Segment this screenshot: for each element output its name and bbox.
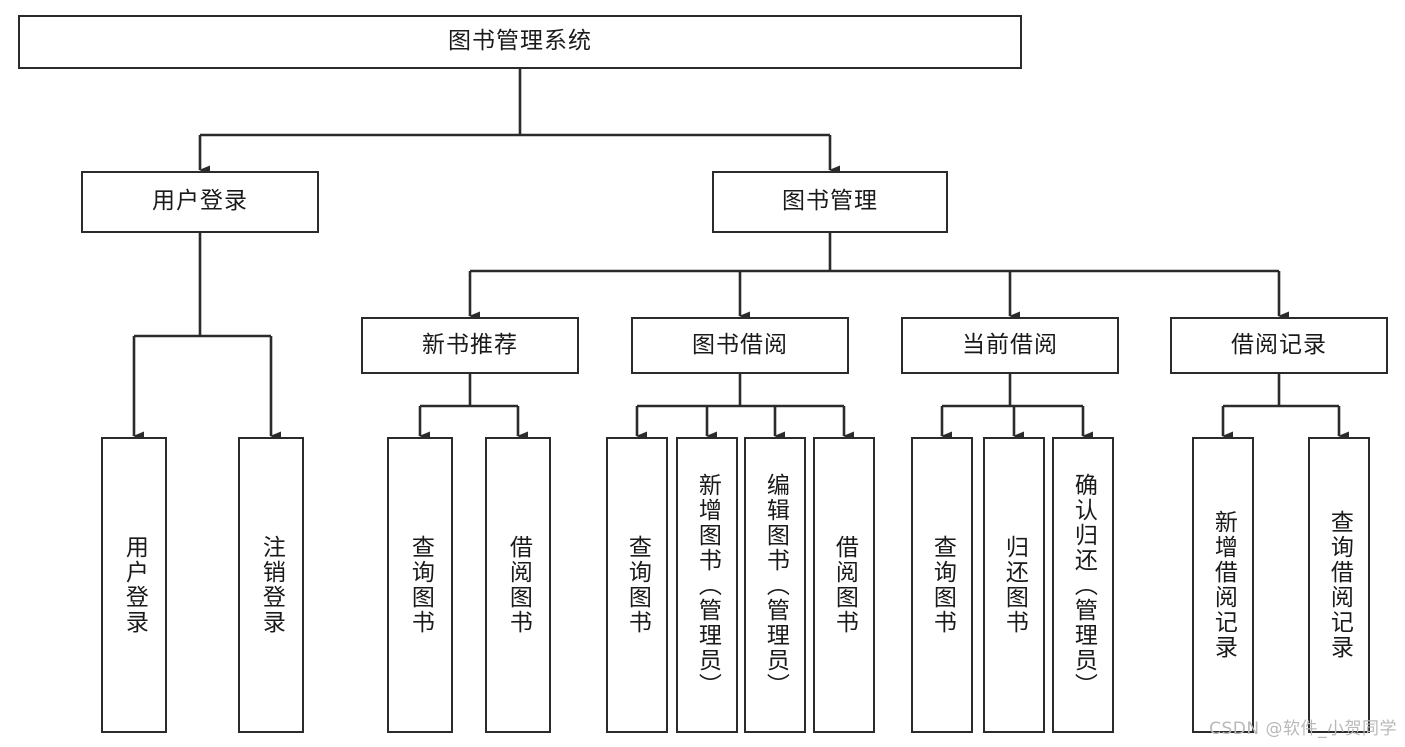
node-leaf-add-borrow-record[interactable]: 新增借阅记录 <box>1192 437 1254 733</box>
node-leaf-logout-login[interactable]: 注销登录 <box>238 437 304 733</box>
node-leaf-borrow-book-2-label: 借阅图书 <box>831 535 858 635</box>
node-leaf-borrow-book-1[interactable]: 借阅图书 <box>485 437 551 733</box>
node-borrow-record-label: 借阅记录 <box>1231 331 1327 358</box>
node-root[interactable]: 图书管理系统 <box>18 15 1022 69</box>
node-leaf-edit-book-admin-label: 编辑图书（管理员） <box>762 472 789 698</box>
node-borrow-record[interactable]: 借阅记录 <box>1170 317 1388 374</box>
node-leaf-logout-login-label: 注销登录 <box>258 535 285 635</box>
node-leaf-query-borrow-record[interactable]: 查询借阅记录 <box>1308 437 1370 733</box>
node-current-borrow-label: 当前借阅 <box>962 331 1058 358</box>
node-user-login[interactable]: 用户登录 <box>81 171 319 233</box>
node-leaf-query-book-1[interactable]: 查询图书 <box>387 437 453 733</box>
node-leaf-return-book[interactable]: 归还图书 <box>983 437 1045 733</box>
node-leaf-query-book-2-label: 查询图书 <box>624 535 651 635</box>
node-new-book-recommend-label: 新书推荐 <box>422 331 518 358</box>
node-leaf-borrow-book-1-label: 借阅图书 <box>505 535 532 635</box>
node-leaf-user-login[interactable]: 用户登录 <box>101 437 167 733</box>
node-leaf-query-borrow-record-label: 查询借阅记录 <box>1326 510 1353 660</box>
node-book-borrow-label: 图书借阅 <box>692 331 788 358</box>
node-leaf-add-book-admin-label: 新增图书（管理员） <box>694 472 721 698</box>
node-book-manage[interactable]: 图书管理 <box>712 171 948 233</box>
node-leaf-borrow-book-2[interactable]: 借阅图书 <box>813 437 875 733</box>
csdn-watermark: CSDN @软件_小贺同学 <box>1209 719 1397 739</box>
node-leaf-user-login-label: 用户登录 <box>121 535 148 635</box>
node-leaf-confirm-return[interactable]: 确认归还（管理员） <box>1052 437 1114 733</box>
node-leaf-return-book-label: 归还图书 <box>1001 535 1028 635</box>
node-user-login-label: 用户登录 <box>152 188 248 215</box>
node-new-book-recommend[interactable]: 新书推荐 <box>361 317 579 374</box>
node-book-manage-label: 图书管理 <box>782 188 878 215</box>
node-root-label: 图书管理系统 <box>448 28 592 55</box>
node-leaf-edit-book-admin[interactable]: 编辑图书（管理员） <box>744 437 806 733</box>
node-leaf-query-book-3-label: 查询图书 <box>929 535 956 635</box>
node-leaf-add-book-admin[interactable]: 新增图书（管理员） <box>676 437 738 733</box>
node-book-borrow[interactable]: 图书借阅 <box>631 317 849 374</box>
node-leaf-query-book-3[interactable]: 查询图书 <box>911 437 973 733</box>
node-leaf-confirm-return-label: 确认归还（管理员） <box>1070 472 1097 698</box>
node-leaf-add-borrow-record-label: 新增借阅记录 <box>1210 510 1237 660</box>
node-leaf-query-book-2[interactable]: 查询图书 <box>606 437 668 733</box>
node-current-borrow[interactable]: 当前借阅 <box>901 317 1119 374</box>
node-leaf-query-book-1-label: 查询图书 <box>407 535 434 635</box>
